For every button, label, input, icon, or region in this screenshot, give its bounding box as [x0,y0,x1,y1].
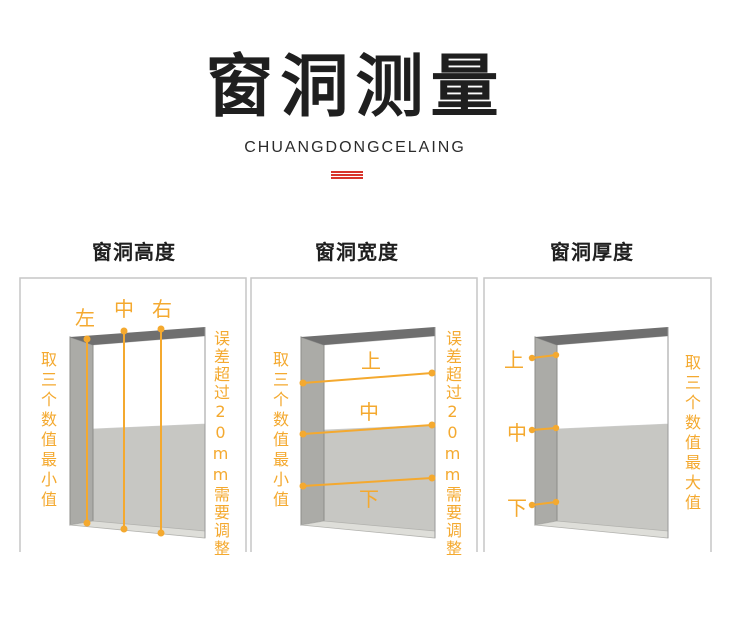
measure-dot [552,424,560,432]
note-take-minimum: 取三个数值最小值 [38,351,57,511]
page-title: 窗洞测量 [205,48,506,127]
mark-bottom: 下 [359,487,379,511]
measure-dot [528,426,536,434]
measure-line-bottom [531,501,557,506]
window-inner-lower [93,424,205,531]
measure-dot [428,474,436,482]
height-measure-lines [83,325,165,537]
window-top-lintel [70,327,205,345]
measure-dot [428,369,436,377]
mark-top: 上 [504,348,524,372]
window-left-wall [69,336,94,526]
divider-stripe [331,177,363,179]
window-inner-lower [324,425,435,531]
mark-bottom: 下 [507,496,527,520]
measure-dot [120,327,128,335]
width-measure-lines [299,369,436,490]
mark-right: 右 [152,297,172,321]
mark-middle: 中 [359,400,379,424]
window-top-lintel [301,327,435,345]
panel-title-depth: 窗洞厚度 [550,240,634,264]
mark-middle: 中 [114,297,134,321]
page-subtitle: CHUANGDONGCELAING [244,139,466,156]
measure-dot [299,430,307,438]
measure-dot [157,325,165,333]
window-inner-lower [557,424,668,531]
window-inner-upper [92,335,206,430]
panel-frame-height [19,277,247,552]
window-inner-upper [556,335,669,430]
measure-line-middle [302,424,433,435]
measure-dot [552,498,560,506]
divider-stripe [331,174,363,176]
measure-dot [428,421,436,429]
measure-dot [157,529,165,537]
note-take-minimum: 取三个数值最小值 [270,351,289,511]
measure-dot [299,379,307,387]
measure-dot [120,525,128,533]
window-opening-height [69,327,206,539]
measure-dot [528,501,536,509]
measure-dot [552,351,560,359]
window-opening-depth [534,327,669,539]
mark-top: 上 [361,349,381,373]
measure-line-top [531,354,557,359]
depth-measure-lines [528,351,560,509]
note-tolerance: 误差超过20mm需要调整 [443,330,462,558]
measure-dot [83,335,91,343]
divider-stripe [331,171,363,173]
mark-middle: 中 [507,421,527,445]
measure-line-top [302,372,433,384]
measure-dot [299,482,307,490]
measure-dot [528,354,536,362]
window-top-lintel [535,327,668,345]
measure-dot [83,519,91,527]
panel-title-width: 窗洞宽度 [315,240,399,264]
title-divider [331,171,363,180]
measure-line-bottom [302,477,433,487]
measure-line-middle [531,427,557,431]
panel-title-height: 窗洞高度 [92,240,176,264]
mark-left: 左 [75,306,95,330]
note-take-maximum: 取三个数值最大值 [682,354,701,514]
window-opening-width [300,327,436,539]
panel-frame-width [250,277,478,552]
note-tolerance: 误差超过20mm需要调整 [211,330,230,558]
window-left-wall [534,336,558,526]
panel-frame-depth [483,277,712,552]
